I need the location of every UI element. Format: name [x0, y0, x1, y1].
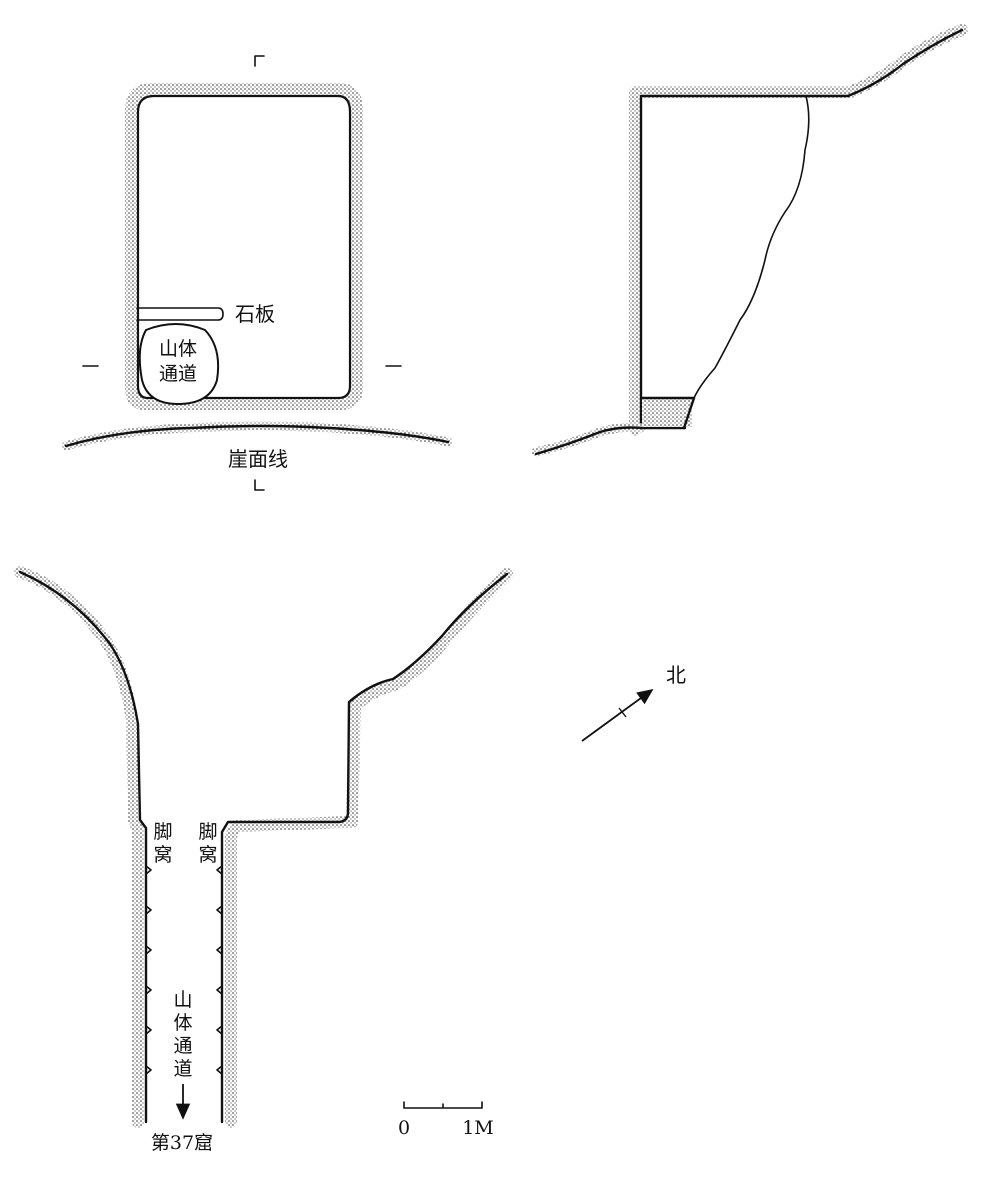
corridor-left-rock — [14, 566, 144, 1128]
plan-room-outline — [136, 94, 352, 400]
scale-bar-line — [403, 1101, 483, 1109]
label-foot-niche-left-2: 窝 — [153, 844, 172, 866]
section-inner-profile — [693, 95, 810, 399]
foot-niches-right — [216, 865, 223, 1075]
label-passage-v-2: 体 — [173, 1012, 192, 1034]
section-ground-line — [534, 426, 687, 456]
cliff-line — [64, 424, 450, 448]
label-passage-v-4: 道 — [173, 1058, 192, 1080]
plan-view: 石板 山体 通道 崖面线 — [61, 55, 453, 491]
label-passage-line1: 山体 — [159, 338, 197, 360]
section-outline-outer — [639, 28, 964, 430]
foot-niches-left — [145, 865, 152, 1075]
passage-opening-shape — [138, 323, 220, 406]
north-arrow-tick — [618, 707, 627, 718]
cliff-line-rock — [61, 421, 453, 451]
label-stone-slab: 石板 — [235, 302, 275, 326]
label-passage-line2: 通道 — [159, 363, 197, 385]
north-arrow-icon — [581, 688, 654, 742]
corridor-plan: 脚 窝 脚 窝 山 体 通 道 第37窟 — [14, 566, 513, 1154]
north-indicator: 北 — [581, 663, 686, 742]
label-foot-niche-right-1: 脚 — [198, 821, 217, 843]
corridor-left-wall — [18, 570, 148, 1124]
scale-bar: 0 1M — [398, 1101, 494, 1139]
scale-label-zero: 0 — [398, 1117, 410, 1139]
section-marker-top — [254, 55, 265, 67]
label-cave-37: 第37窟 — [151, 1132, 213, 1154]
corridor-right-rock — [225, 568, 513, 1128]
plan-room-rock — [125, 83, 363, 410]
label-north: 北 — [666, 663, 686, 687]
section-rock-outer — [629, 24, 968, 436]
stone-slab-shape — [136, 307, 224, 321]
section-marker-bottom — [254, 479, 265, 491]
label-foot-niche-right-2: 窝 — [198, 844, 217, 866]
corridor-right-wall — [220, 572, 509, 1124]
label-cliff-line: 崖面线 — [228, 447, 288, 471]
label-foot-niche-left-1: 脚 — [153, 821, 172, 843]
section-floor-fill — [642, 399, 692, 427]
section-view — [531, 24, 968, 457]
label-passage-v-3: 通 — [173, 1035, 192, 1057]
scale-label-one-meter: 1M — [462, 1117, 494, 1139]
label-passage-v-1: 山 — [173, 989, 192, 1011]
